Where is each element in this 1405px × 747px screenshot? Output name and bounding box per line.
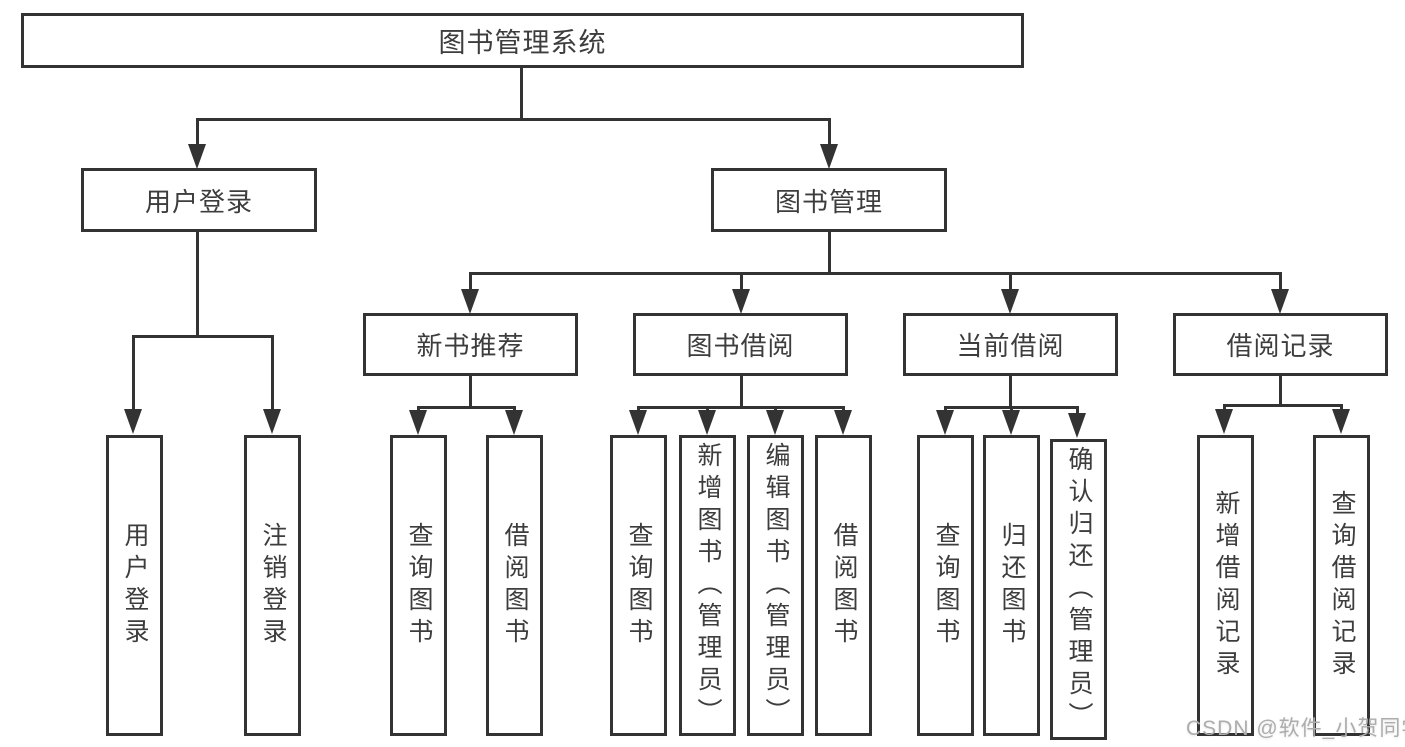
- leaf-label: 确认归还（管理员）: [1065, 445, 1093, 734]
- leaf-label: 查询图书: [625, 521, 653, 650]
- arrow-g4-leaf-2: [1002, 410, 1020, 435]
- node-label: 图书管理系统: [438, 28, 607, 58]
- connector-g5-feed: [1279, 376, 1282, 406]
- connector-g2-horizontal: [418, 406, 516, 409]
- leaf-return-books: 归还图书: [983, 435, 1040, 736]
- node-label: 图书借阅: [686, 331, 795, 361]
- leaf-label: 查询借阅记录: [1328, 489, 1356, 682]
- connector-l2-horizontal: [197, 118, 831, 121]
- connector-g1-drop-1: [132, 335, 135, 412]
- leaf-label: 查询图书: [932, 521, 960, 650]
- leaf-label: 新增借阅记录: [1212, 489, 1240, 682]
- connector-g1-drop-2: [271, 335, 274, 412]
- arrow-into-leaf-user-login: [124, 409, 142, 434]
- node-label: 当前借阅: [956, 331, 1065, 361]
- connector-l2-drop-right: [828, 118, 831, 150]
- arrow-g3-leaf-4: [834, 410, 852, 435]
- leaf-query-borrow-record: 查询借阅记录: [1313, 435, 1370, 736]
- arrow-g3-leaf-1: [629, 410, 647, 435]
- leaf-logout: 注销登录: [244, 435, 301, 736]
- arrow-into-book-borrowing: [732, 289, 750, 314]
- leaf-borrow-books-recommend: 借阅图书: [486, 435, 543, 736]
- arrow-g4-leaf-3: [1068, 413, 1086, 438]
- arrow-into-borrowing-records: [1271, 289, 1289, 314]
- arrow-into-new-book-recommend: [461, 289, 479, 314]
- connector-g2-feed: [469, 376, 472, 408]
- arrow-into-book-management: [820, 144, 838, 169]
- leaf-query-books-recommend: 查询图书: [390, 435, 447, 736]
- connector-g5-drop-2: [1340, 404, 1343, 412]
- node-label: 借阅记录: [1226, 331, 1335, 361]
- leaf-add-borrow-record: 新增借阅记录: [1197, 435, 1254, 736]
- leaf-label: 用户登录: [121, 521, 149, 650]
- leaf-query-books-current: 查询图书: [917, 435, 974, 736]
- leaf-label: 编辑图书（管理员）: [762, 441, 790, 730]
- connector-l3-drop-1: [469, 272, 472, 292]
- node-user-login: 用户登录: [81, 168, 317, 232]
- arrow-g2-leaf-2: [505, 410, 523, 435]
- leaf-confirm-return-admin: 确认归还（管理员）: [1050, 439, 1107, 740]
- node-borrowing-records: 借阅记录: [1173, 313, 1388, 376]
- connector-l3-drop-2: [740, 272, 743, 292]
- connector-g1-feed: [196, 232, 199, 337]
- csdn-watermark: CSDN @软件_小贺同学: [1186, 717, 1405, 740]
- arrow-g3-leaf-3: [766, 410, 784, 435]
- connector-g3-horizontal: [638, 406, 845, 409]
- leaf-label: 归还图书: [998, 521, 1026, 650]
- leaf-label: 新增图书（管理员）: [694, 441, 722, 730]
- arrow-into-user-login: [188, 144, 206, 169]
- arrow-g5-leaf-2: [1332, 409, 1350, 434]
- leaf-label: 借阅图书: [501, 521, 529, 650]
- node-label: 用户登录: [144, 186, 253, 217]
- connector-l3-drop-4: [1279, 272, 1282, 292]
- leaf-label: 查询图书: [405, 521, 433, 650]
- connector-l2-drop-left: [196, 118, 199, 150]
- leaf-user-login: 用户登录: [106, 435, 163, 736]
- arrow-into-leaf-logout: [263, 409, 281, 434]
- connector-l3-horizontal: [470, 272, 1281, 275]
- leaf-label: 借阅图书: [830, 521, 858, 650]
- node-library-management-system: 图书管理系统: [21, 13, 1024, 68]
- leaf-add-books-admin: 新增图书（管理员）: [679, 435, 736, 736]
- connector-root-feed: [520, 68, 523, 120]
- node-book-borrowing: 图书借阅: [633, 313, 848, 376]
- node-current-borrowing: 当前借阅: [903, 313, 1118, 376]
- arrow-into-current-borrowing: [1001, 289, 1019, 314]
- connector-l3-drop-3: [1009, 272, 1012, 292]
- leaf-label: 注销登录: [259, 521, 287, 650]
- connector-g4-drop-3: [1076, 406, 1079, 416]
- connector-g3-feed: [740, 376, 743, 408]
- connector-l3-feed: [828, 232, 831, 274]
- node-label: 图书管理: [774, 186, 883, 217]
- connector-g4-feed: [1009, 376, 1012, 408]
- node-book-management: 图书管理: [711, 168, 947, 232]
- arrow-g2-leaf-1: [409, 410, 427, 435]
- connector-g5-horizontal: [1224, 404, 1343, 407]
- connector-g5-drop-1: [1223, 404, 1226, 412]
- connector-g1-horizontal: [133, 335, 273, 338]
- leaf-query-books-borrowing: 查询图书: [610, 435, 667, 736]
- leaf-borrow-books: 借阅图书: [815, 435, 872, 736]
- arrow-g5-leaf-1: [1215, 409, 1233, 434]
- arrow-g3-leaf-2: [698, 410, 716, 435]
- node-new-book-recommend: 新书推荐: [363, 313, 578, 376]
- node-label: 新书推荐: [416, 331, 525, 361]
- leaf-edit-books-admin: 编辑图书（管理员）: [747, 435, 804, 736]
- arrow-g4-leaf-1: [936, 410, 954, 435]
